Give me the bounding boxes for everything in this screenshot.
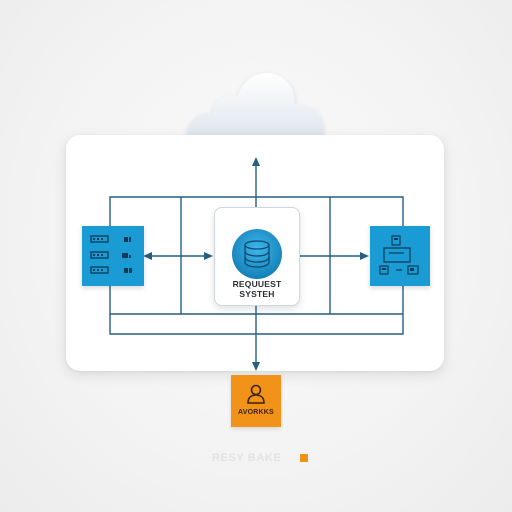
arrow-left <box>143 252 152 260</box>
arrow-right <box>360 252 369 260</box>
core-label-line2: SYSTEH <box>239 289 275 299</box>
cloud-icon <box>187 73 323 146</box>
footer-text: RESY BAKE <box>212 452 282 464</box>
user-icon <box>247 384 265 404</box>
server-right <box>370 226 430 286</box>
arrow-right <box>204 252 213 260</box>
footer-accent-square <box>300 454 308 462</box>
server-devices-icon <box>379 235 419 275</box>
user-label: AVORKKS <box>238 409 274 416</box>
server-rack-icon <box>90 235 132 274</box>
arrow-down <box>252 362 260 371</box>
database-icon <box>232 229 282 279</box>
user-node: AVORKKS <box>231 375 281 427</box>
arrow-up <box>252 157 260 166</box>
server-left <box>82 226 144 286</box>
request-system-node: REQUUEST SYSTEH <box>214 207 300 306</box>
core-label-line1: REQUUEST <box>232 279 282 289</box>
